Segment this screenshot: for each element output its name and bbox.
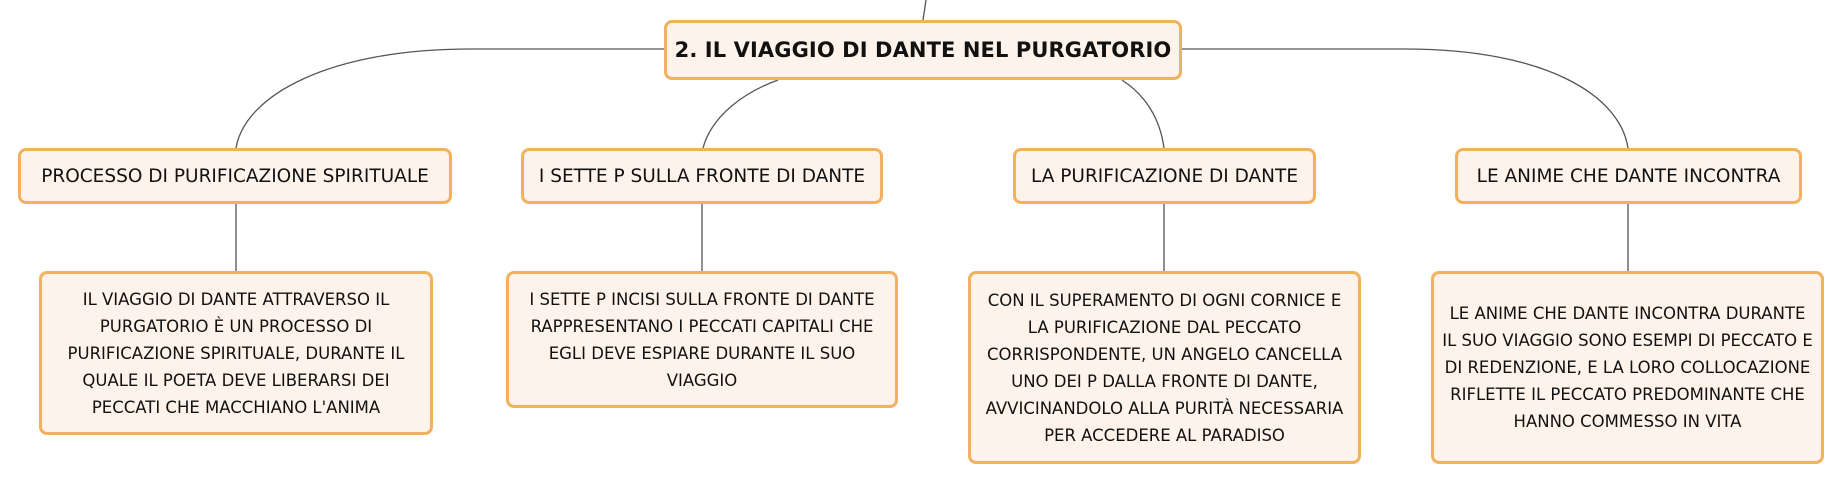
- detail-text: IL VIAGGIO DI DANTE ATTRAVERSO IL PURGAT…: [67, 289, 405, 417]
- connector-root-to-topic-3: [1121, 79, 1165, 149]
- detail-text: CON IL SUPERAMENTO DI OGNI CORNICE E LA …: [985, 290, 1344, 445]
- detail-text: LE ANIME CHE DANTE INCONTRA DURANTE IL S…: [1442, 304, 1813, 431]
- connector-root-to-topic-1: [235, 48, 664, 149]
- root-title: 2. IL VIAGGIO DI DANTE NEL PURGATORIO: [674, 38, 1172, 62]
- topic-node-anime[interactable]: LE ANIME CHE DANTE INCONTRA: [1455, 148, 1802, 204]
- detail-node-sette-p[interactable]: I SETTE P INCISI SULLA FRONTE DI DANTE R…: [506, 271, 898, 408]
- topic-label: LE ANIME CHE DANTE INCONTRA: [1476, 165, 1781, 187]
- topic-node-purificazione-spirituale[interactable]: PROCESSO DI PURIFICAZIONE SPIRITUALE: [18, 148, 452, 204]
- connector-parent-to-root: [922, 0, 927, 21]
- detail-node-purificazione-dante[interactable]: CON IL SUPERAMENTO DI OGNI CORNICE E LA …: [968, 271, 1361, 464]
- detail-text: I SETTE P INCISI SULLA FRONTE DI DANTE R…: [529, 289, 875, 390]
- root-node[interactable]: 2. IL VIAGGIO DI DANTE NEL PURGATORIO: [664, 20, 1182, 80]
- topic-node-sette-p[interactable]: I SETTE P SULLA FRONTE DI DANTE: [521, 148, 883, 204]
- topic-label: I SETTE P SULLA FRONTE DI DANTE: [538, 165, 866, 187]
- topic-label: PROCESSO DI PURIFICAZIONE SPIRITUALE: [41, 165, 429, 187]
- detail-node-anime[interactable]: LE ANIME CHE DANTE INCONTRA DURANTE IL S…: [1431, 271, 1824, 464]
- detail-node-purificazione-spirituale[interactable]: IL VIAGGIO DI DANTE ATTRAVERSO IL PURGAT…: [39, 271, 433, 435]
- connector-root-to-topic-4: [1182, 48, 1629, 149]
- connector-root-to-topic-2: [702, 79, 779, 149]
- topic-label: LA PURIFICAZIONE DI DANTE: [1030, 165, 1299, 187]
- topic-node-purificazione-dante[interactable]: LA PURIFICAZIONE DI DANTE: [1013, 148, 1316, 204]
